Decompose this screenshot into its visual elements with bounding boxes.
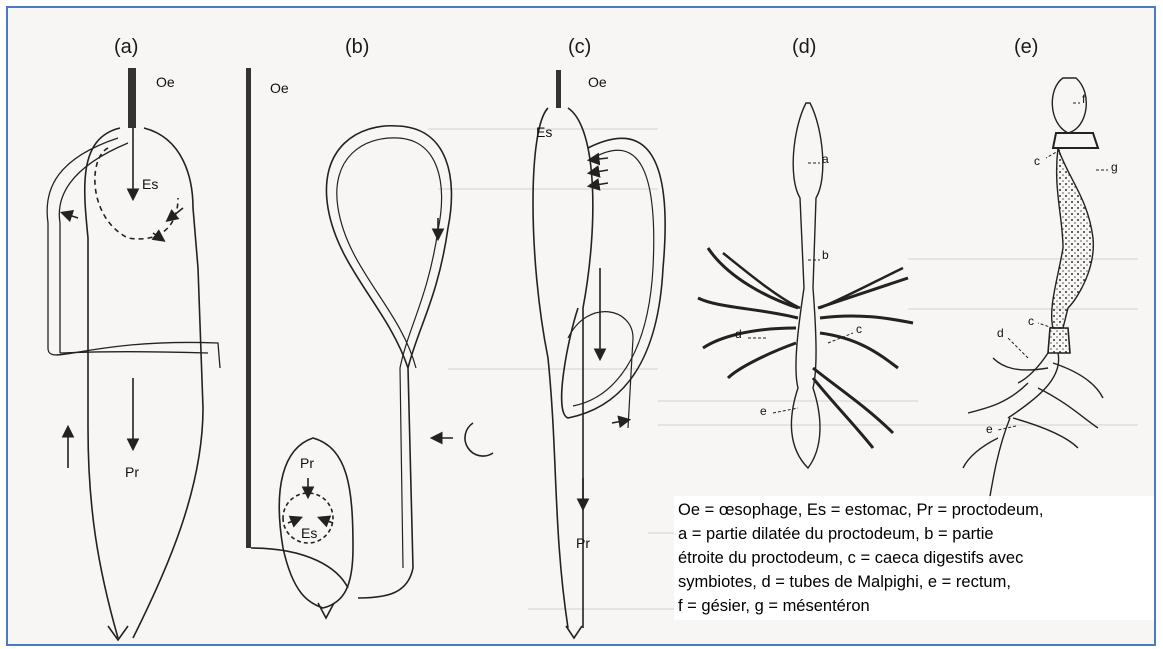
- panel-label-c: (c): [568, 36, 591, 59]
- label-d-d: d: [735, 327, 742, 341]
- legend-line: f = gésier, g = mésentéron: [678, 594, 1156, 618]
- diagram-b: [246, 68, 493, 618]
- panel-label-a: (a): [114, 36, 138, 59]
- label-oe-a: Oe: [156, 74, 175, 90]
- label-es-b: Es: [301, 525, 317, 541]
- label-c-e2: c: [1028, 314, 1034, 328]
- diagram-a: [47, 68, 220, 640]
- legend-line: étroite du proctodeum, c = caeca digesti…: [678, 546, 1156, 570]
- legend-line: Oe = œsophage, Es = estomac, Pr = procto…: [678, 498, 1156, 522]
- leader-lines: [748, 103, 1108, 430]
- figure-frame: (a) (b) (c) (d) (e) Oe Es Pr Oe Pr Es Oe…: [6, 6, 1156, 646]
- label-oe-c: Oe: [588, 74, 607, 90]
- label-pr-c: Pr: [576, 535, 590, 551]
- oesophagus-a: [128, 68, 136, 128]
- label-pr-b: Pr: [300, 455, 314, 471]
- label-e-d: e: [760, 404, 767, 418]
- gut-outline-b: [279, 438, 353, 608]
- oesophagus-c: [556, 70, 561, 108]
- panel-label-b: (b): [345, 36, 369, 59]
- diagram-e: [963, 78, 1103, 508]
- diagram-d: [698, 103, 913, 468]
- label-pr-a: Pr: [125, 464, 139, 480]
- label-e-e: e: [986, 422, 993, 436]
- label-es-c: Es: [536, 124, 552, 140]
- legend-line: symbiotes, d = tubes de Malpighi, e = re…: [678, 570, 1156, 594]
- label-oe-b: Oe: [270, 80, 289, 96]
- label-g: g: [1111, 160, 1118, 174]
- label-f: f: [1082, 92, 1085, 106]
- label-c-e1: c: [1034, 154, 1040, 168]
- label-es-a: Es: [142, 176, 158, 192]
- legend-line: a = partie dilatée du proctodeum, b = pa…: [678, 522, 1156, 546]
- legend: Oe = œsophage, Es = estomac, Pr = procto…: [674, 496, 1156, 620]
- panel-label-d: (d): [792, 36, 816, 59]
- label-c-d: c: [856, 322, 862, 336]
- gut-outline-a: [85, 128, 203, 638]
- diagram-c: [533, 70, 665, 638]
- label-d-e: d: [997, 326, 1004, 340]
- panel-label-e: (e): [1014, 36, 1038, 59]
- gut-outline-d: [791, 103, 822, 468]
- label-b: b: [822, 248, 829, 262]
- mesenteron-e: [1052, 148, 1094, 328]
- oesophagus-b: [246, 68, 251, 548]
- label-a: a: [822, 152, 829, 166]
